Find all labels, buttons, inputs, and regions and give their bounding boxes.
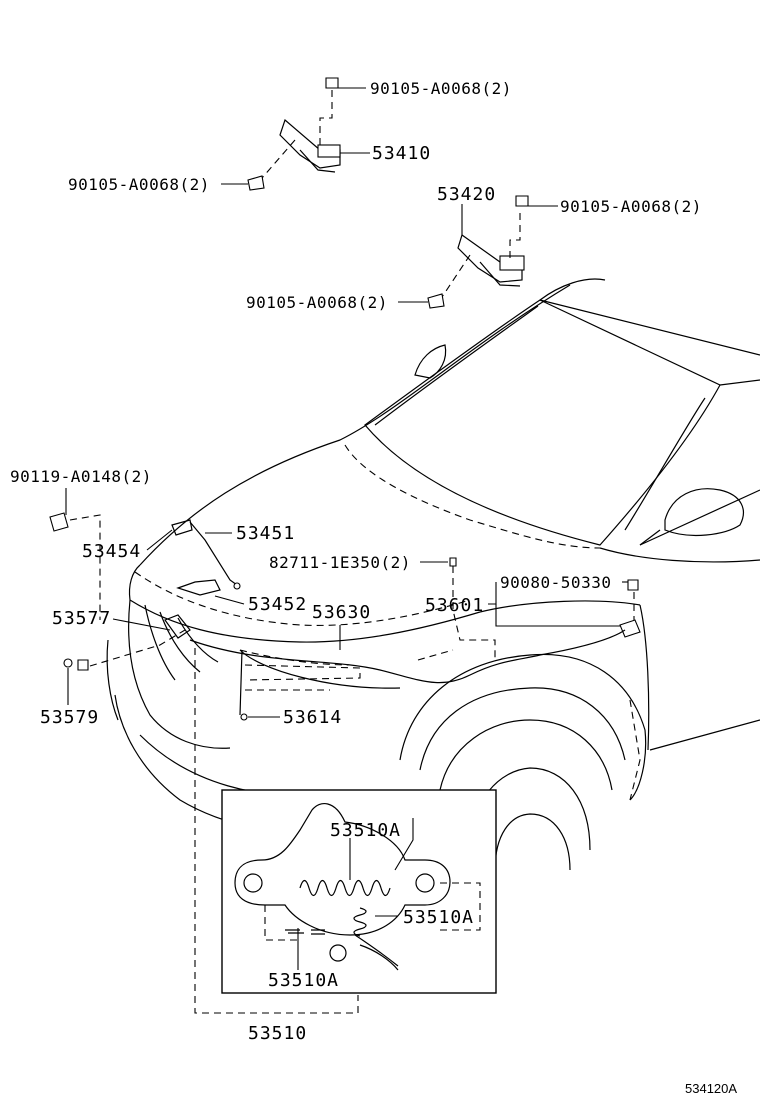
hood-hinge-left (247, 77, 341, 191)
vehicle-body-outline (106, 278, 760, 871)
figure-reference: 534120A (685, 1081, 738, 1096)
callout-hood-support-rod[interactable]: 53451 (236, 523, 296, 544)
callout-release-lever[interactable]: 53601 (425, 595, 485, 616)
callout-grille-clip[interactable]: 90119-A0148(2) (10, 467, 152, 486)
callout-cable-clip[interactable]: 90080-50330 (500, 573, 612, 592)
callout-latch-screw[interactable]: 53579 (40, 707, 100, 728)
callout-rod-holder[interactable]: 53454 (82, 541, 142, 562)
callout-hood-hinge-right[interactable]: 53420 (437, 184, 497, 205)
callout-rod-clamp[interactable]: 53452 (248, 594, 308, 615)
callout-release-cable[interactable]: 53630 (312, 602, 372, 623)
hood-lock-inset (194, 648, 497, 1014)
callout-cable-clamp[interactable]: 53614 (283, 707, 343, 728)
callout-bolt-left[interactable]: 90105-A0068(2) (68, 175, 210, 194)
callout-grommet[interactable]: 82711-1E350(2) (269, 553, 411, 572)
callout-lock-spring-2[interactable]: 53510A (403, 907, 475, 928)
callout-hood-hinge-left[interactable]: 53410 (372, 143, 432, 164)
hood-support-rod-parts (49, 512, 641, 671)
hood-release-cable (189, 629, 626, 721)
callout-bolt-right-top[interactable]: 90105-A0068(2) (560, 197, 702, 216)
callout-leaders (65, 87, 628, 718)
callout-bolt-top[interactable]: 90105-A0068(2) (370, 79, 512, 98)
callout-latch-bracket[interactable]: 53577 (52, 608, 112, 629)
callout-bolt-right-bottom[interactable]: 90105-A0068(2) (246, 293, 388, 312)
callout-hood-lock-assy[interactable]: 53510 (248, 1023, 308, 1044)
hood-hinge-right (427, 195, 529, 309)
callout-lock-spring-1[interactable]: 53510A (330, 820, 402, 841)
callout-lock-spring-3[interactable]: 53510A (268, 970, 340, 991)
